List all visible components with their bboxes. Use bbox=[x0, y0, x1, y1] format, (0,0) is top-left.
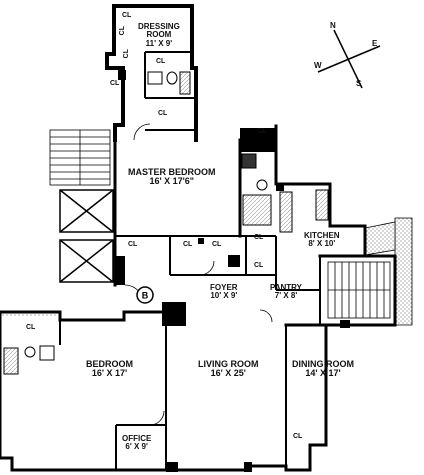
label-dressing-room: DRESSING ROOM 11' X 9' bbox=[138, 22, 180, 48]
stairs-right bbox=[327, 261, 391, 319]
closet-label: CL bbox=[183, 241, 193, 248]
label-foyer: FOYER 10' X 9' bbox=[210, 283, 238, 301]
closet-label: CL bbox=[257, 128, 267, 135]
closet-label: CL bbox=[26, 324, 36, 331]
compass-s: S bbox=[356, 79, 362, 88]
label-master-bedroom: MASTER BEDROOM 16' X 17'6" bbox=[128, 167, 216, 187]
label-bedroom: BEDROOM 16' X 17' bbox=[86, 359, 133, 379]
compass-e: E bbox=[372, 39, 378, 48]
closet-label: CL bbox=[119, 26, 126, 36]
closet-label: CL bbox=[128, 241, 138, 248]
label-pantry: PANTRY 7' X 8' bbox=[270, 283, 302, 301]
closet-label: CL bbox=[254, 234, 264, 241]
closet-label: CL bbox=[158, 110, 168, 117]
elevator-shafts bbox=[59, 189, 114, 283]
label-living-room: LIVING ROOM 16' X 25' bbox=[198, 359, 259, 379]
closet-label: CL bbox=[212, 241, 222, 248]
bath-fixtures bbox=[3, 71, 329, 375]
label-office: OFFICE 6' X 9' bbox=[122, 434, 152, 452]
elevator-marker-circle bbox=[136, 286, 154, 304]
label-kitchen: KITCHEN 8' X 10' bbox=[304, 231, 340, 249]
closet-label: CL bbox=[123, 49, 130, 59]
closet-label: CL bbox=[254, 262, 264, 269]
compass-n: N bbox=[330, 21, 336, 30]
closet-label: CL bbox=[110, 80, 120, 87]
structural-columns bbox=[115, 70, 350, 472]
compass-w: W bbox=[314, 61, 322, 70]
label-dining-room: DINING ROOM 14' X 17' bbox=[292, 359, 354, 379]
compass-rose bbox=[317, 29, 381, 89]
closet-label: CL bbox=[293, 433, 303, 440]
interior-walls bbox=[59, 51, 321, 470]
stairs-left bbox=[49, 129, 111, 186]
closet-label: CL bbox=[122, 12, 132, 19]
closet-label: CL bbox=[156, 58, 166, 65]
elevator-marker-text: B bbox=[142, 291, 149, 301]
